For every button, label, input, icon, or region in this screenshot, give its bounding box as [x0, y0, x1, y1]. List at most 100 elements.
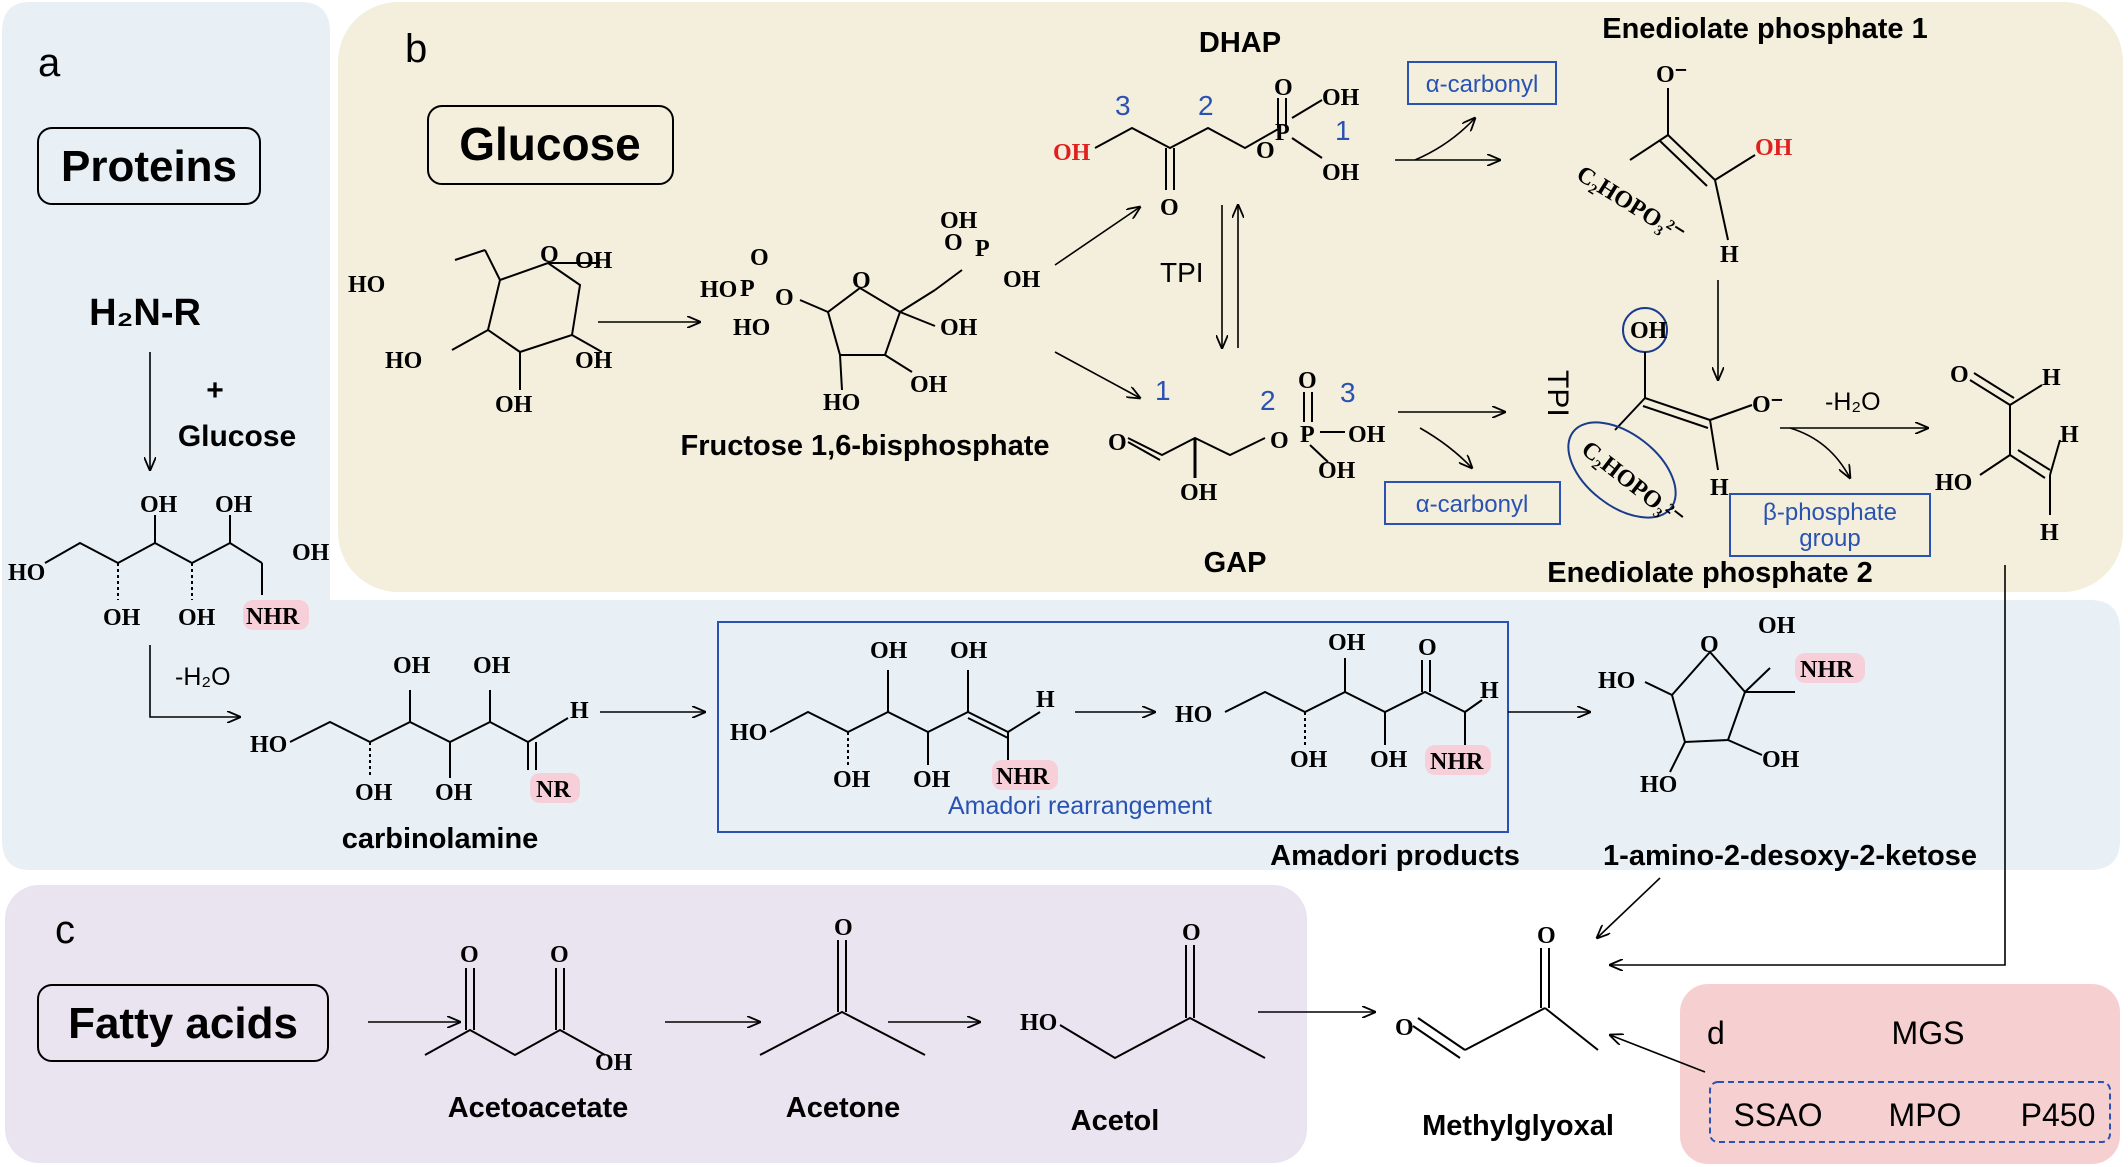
- atom-oh: OH: [913, 767, 951, 793]
- atom-nhr: NHR: [1800, 657, 1854, 683]
- atom-o: O: [1537, 923, 1556, 949]
- panel-c-letter: c: [55, 908, 75, 952]
- atom-oh: OH: [1003, 267, 1041, 293]
- atom-o: O: [775, 285, 794, 311]
- nr-highlight: [530, 773, 580, 803]
- bond: [1291, 99, 1323, 119]
- bond: [1417, 1017, 1466, 1051]
- atom-o: O: [1270, 428, 1289, 454]
- mgs-label: MGS: [1892, 1015, 1965, 1051]
- methylglyoxal-label: Methylglyoxal: [1422, 1110, 1614, 1142]
- nhr-highlight: [1795, 653, 1865, 683]
- atom-o: O: [550, 942, 569, 968]
- atom-p: P: [975, 236, 990, 262]
- ketose-ring: [1670, 650, 1747, 744]
- atom-oh: OH: [103, 605, 141, 631]
- glucose-box: [427, 105, 674, 185]
- panel-b-letter: b: [405, 27, 427, 71]
- panel-d-letter: d: [1707, 1015, 1725, 1051]
- atom-o-minus: O⁻: [1656, 62, 1687, 88]
- atom-oh: OH: [1322, 160, 1360, 186]
- alpha-carbonyl-box-2: [1384, 481, 1561, 525]
- atom-oh: OH: [910, 372, 948, 398]
- atom-oh: OH: [393, 653, 431, 679]
- atom-oh: OH: [575, 248, 613, 274]
- dhap-carbon-2: 2: [1198, 90, 1214, 121]
- atom-o: O: [750, 245, 769, 271]
- bond: [1979, 454, 2011, 476]
- arrow-to-carbinolamine: [149, 645, 240, 717]
- enediolate-1-label: Enediolate phosphate 1: [1602, 13, 1928, 45]
- bond: [1007, 711, 1041, 733]
- dhap-carbon-3: 3: [1115, 90, 1131, 121]
- atom-o: O: [460, 942, 479, 968]
- bond: [2017, 449, 2051, 471]
- atom-oh: OH: [1348, 422, 1386, 448]
- atom-oh: OH: [1328, 630, 1366, 656]
- atom-o-minus: O⁻: [1752, 392, 1783, 418]
- bond: [1669, 741, 1686, 773]
- atom-o: O: [1298, 368, 1317, 394]
- atom-oh: OH: [833, 767, 871, 793]
- atom-oh-red: OH: [1053, 140, 1091, 166]
- tpi-rotated-label: TPI: [1541, 370, 1574, 417]
- atom-p: P: [1300, 422, 1315, 448]
- tpi-label: TPI: [1160, 257, 1204, 288]
- atom-o: O: [1274, 75, 1293, 101]
- atom-ho: HO: [385, 348, 422, 374]
- fatty-acids-title: Fatty acids: [68, 999, 298, 1048]
- bond: [1709, 419, 1719, 471]
- atom-oh: OH: [595, 1050, 633, 1076]
- atom-oh: OH: [1290, 747, 1328, 773]
- bond: [1744, 667, 1771, 693]
- atom-oh-red: OH: [1755, 135, 1793, 161]
- amadori-rearrangement-box: [717, 621, 1509, 833]
- fbp-label: Fructose 1,6-bisphosphate: [680, 430, 1049, 462]
- panel-c-background: [5, 885, 1307, 1163]
- atom-oh: OH: [940, 208, 978, 234]
- beta-phosphate-label-1: β-phosphate: [1763, 499, 1897, 526]
- bond: [527, 717, 569, 743]
- bond: [1642, 405, 1709, 429]
- atom-o: O: [834, 915, 853, 941]
- bond: [451, 329, 489, 351]
- atom-h: H: [2060, 422, 2079, 448]
- bond: [1667, 134, 1716, 181]
- atom-ho: HO: [1020, 1010, 1057, 1036]
- atom-oh: OH: [495, 392, 533, 418]
- bond: [1464, 699, 1483, 713]
- bond: [799, 299, 829, 313]
- acetoacetate-label: Acetoacetate: [448, 1092, 629, 1124]
- alpha-carbonyl-box-1: [1407, 61, 1557, 105]
- bond: [454, 249, 486, 261]
- alpha-carbonyl-label-2: α-carbonyl: [1416, 491, 1529, 518]
- atom-oh: OH: [1758, 613, 1796, 639]
- amine-label: H₂N-R: [89, 292, 201, 334]
- glucose-reactant-label: Glucose: [178, 420, 296, 453]
- atom-h: H: [2042, 365, 2061, 391]
- atom-p: P: [740, 276, 755, 302]
- atom-o: O: [540, 242, 559, 268]
- plus-sign: +: [206, 374, 224, 407]
- atom-h: H: [1710, 475, 1729, 501]
- atom-oh: OH: [140, 492, 178, 518]
- atom-ho: HO: [250, 732, 287, 758]
- amadori-products-label: Amadori products: [1270, 840, 1520, 872]
- bond: [899, 311, 936, 327]
- bond: [1291, 137, 1323, 159]
- bond: [1727, 739, 1763, 756]
- atom-o: O: [1418, 635, 1437, 661]
- bond: [1644, 681, 1673, 696]
- bond: [1412, 1025, 1461, 1059]
- methylglyoxal: O O Methylglyoxal: [1395, 923, 1614, 1142]
- acetoacetate-chain: [424, 1028, 606, 1057]
- bond: [839, 354, 843, 391]
- panel-a-content: H₂N-R + Glucose HO OH OH OH OH OH NHR -H…: [8, 292, 1977, 938]
- bond: [1544, 1007, 1599, 1051]
- bond: [2009, 384, 2043, 406]
- atom-ho: HO: [823, 390, 860, 416]
- panel-d-background: [1680, 984, 2120, 1164]
- nhr-highlight: [1425, 745, 1491, 775]
- bond: [484, 249, 501, 281]
